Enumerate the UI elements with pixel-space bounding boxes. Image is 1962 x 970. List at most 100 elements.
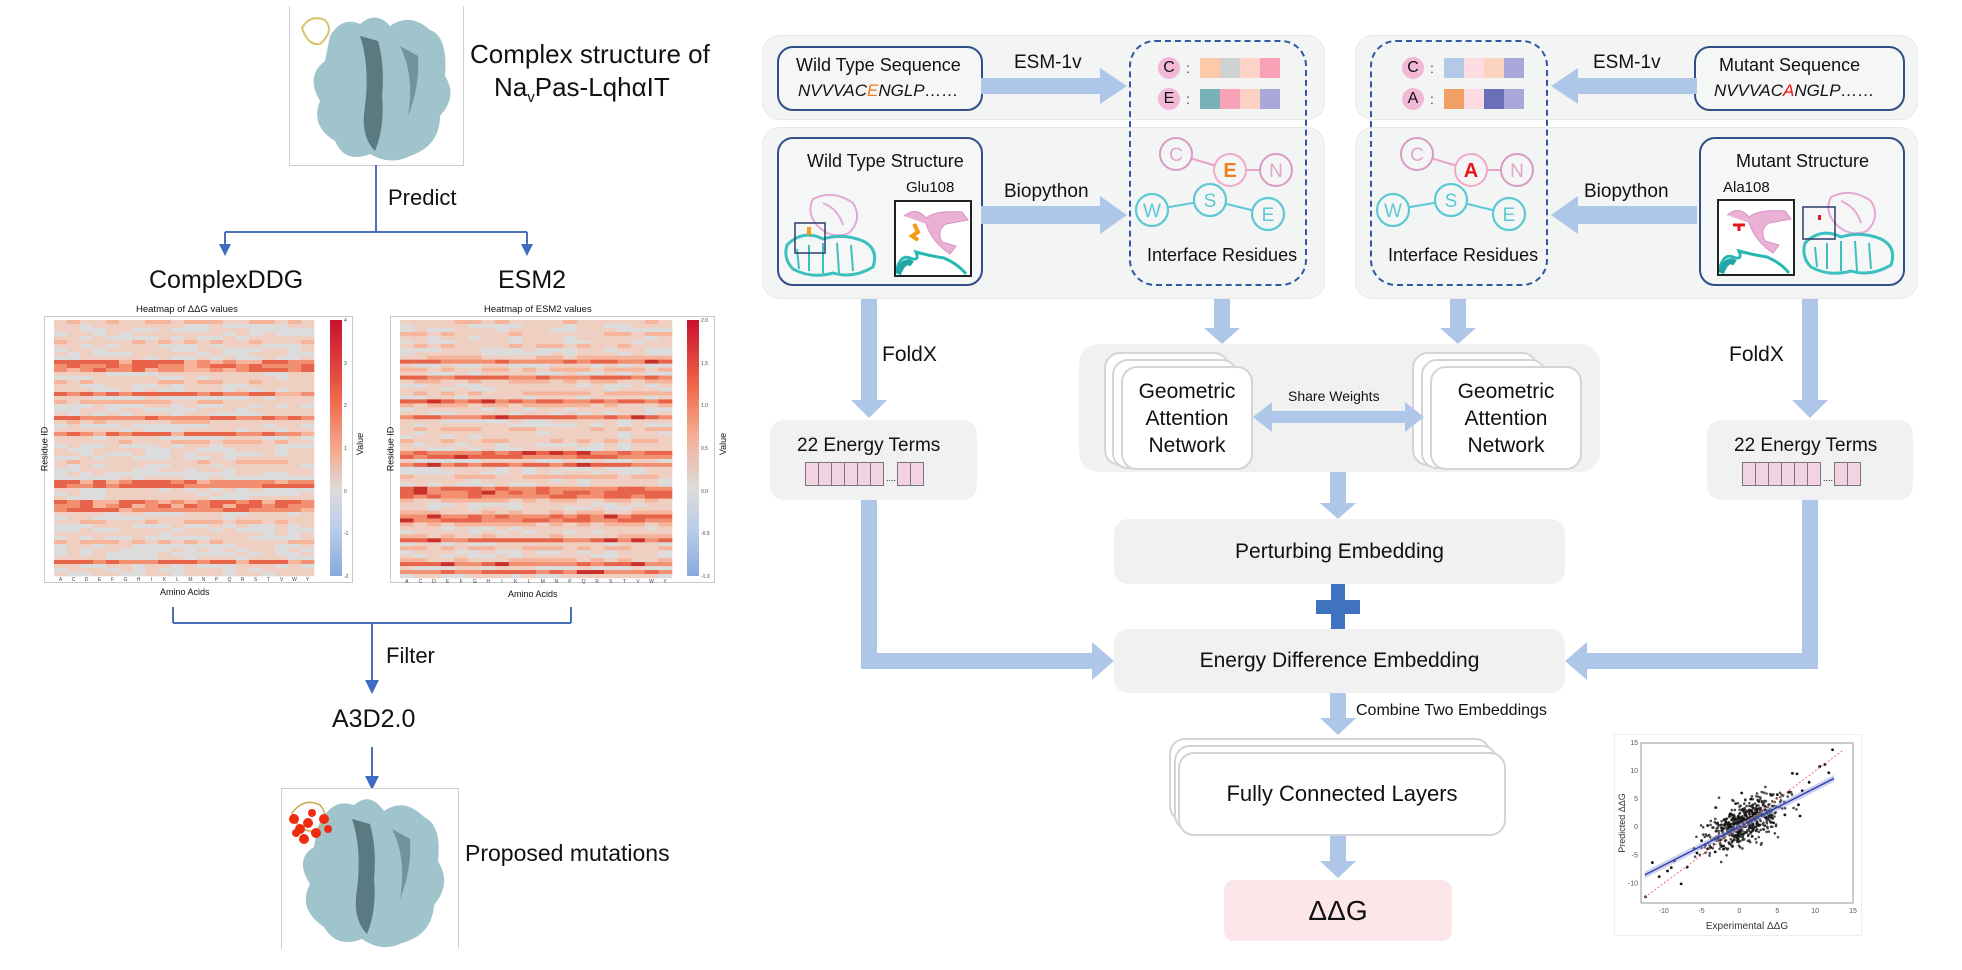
heatmap-cell <box>210 348 224 353</box>
heatmap-cell <box>67 320 81 325</box>
heatmap-cell <box>454 514 469 519</box>
heatmap-cell <box>440 538 455 543</box>
heatmap-cell <box>119 504 133 509</box>
heatmap-cell <box>67 512 81 517</box>
heatmap-cell <box>440 439 455 444</box>
heatmap-cell <box>604 327 618 333</box>
heatmap-cell <box>288 488 302 493</box>
heatmap-cell <box>440 351 455 357</box>
heatmap-cell <box>644 391 659 396</box>
heatmap-cell <box>454 498 469 503</box>
heatmap-cell <box>80 416 94 421</box>
heatmap-cell <box>54 436 68 441</box>
heatmap-cell <box>262 416 276 421</box>
heatmap-cell <box>536 375 550 380</box>
heatmap-cell <box>536 494 550 499</box>
heatmap-cell <box>210 324 224 329</box>
heatmap-cell <box>249 444 263 449</box>
scatter-point <box>1737 835 1740 839</box>
heatmap-cell <box>617 327 632 333</box>
heatmap-cell <box>184 320 198 325</box>
scatter-point <box>1757 835 1761 839</box>
scatter-point <box>1747 839 1751 842</box>
heatmap-cell <box>67 380 81 385</box>
heatmap-cell <box>262 492 276 497</box>
heatmap-cell <box>106 428 120 433</box>
foldx-label-wt: FoldX <box>882 343 937 366</box>
heatmap-cell <box>236 548 250 553</box>
heatmap-cell <box>563 403 578 408</box>
heatmap-cell <box>262 520 276 525</box>
heatmap-cell <box>67 352 81 357</box>
heatmap-cell <box>210 368 224 373</box>
heatmap-cell <box>604 514 618 519</box>
heatmap-cell <box>184 340 198 345</box>
heatmap-cell <box>54 432 68 437</box>
heatmap-cell <box>427 431 442 436</box>
heatmap-cell <box>158 456 172 461</box>
heatmap-cell <box>262 344 276 349</box>
heatmap-cell <box>288 424 302 429</box>
x-tick: M <box>188 577 193 583</box>
heatmap-cell <box>576 510 591 515</box>
heatmap-cell <box>644 542 659 547</box>
heatmap-cell <box>495 351 510 357</box>
heatmap-cell <box>658 427 673 432</box>
gan-wt-card: Geometric Attention Network <box>1121 366 1253 470</box>
scatter-point <box>1705 847 1709 851</box>
heatmap-cell <box>427 395 442 400</box>
heatmap-cell <box>288 352 302 357</box>
heatmap-cell <box>275 468 289 473</box>
energy-difference-embedding-box: Energy Difference Embedding <box>1114 629 1565 693</box>
heatmap-cell <box>536 470 550 476</box>
energy-terms-box-mut: 22 Energy Terms .... <box>1707 420 1913 500</box>
heatmap-cell <box>617 399 632 404</box>
scatter-point <box>1726 822 1729 825</box>
heatmap-cell <box>413 462 428 468</box>
heatmap-cell <box>563 562 578 567</box>
heatmap-cell <box>223 520 237 525</box>
heatmap-cell <box>590 415 605 420</box>
heatmap-cell <box>604 431 618 436</box>
heatmap-cell <box>536 502 550 507</box>
heatmap-cell <box>427 534 442 539</box>
heatmap-cell <box>563 466 578 472</box>
heatmap-cell <box>522 554 537 559</box>
heatmap-cell <box>576 498 591 503</box>
heatmap-cell <box>158 444 172 449</box>
heatmap-cell <box>93 320 107 325</box>
heatmap-cell <box>454 474 469 480</box>
heatmap-cell <box>106 468 120 473</box>
heatmap-cell <box>576 435 591 440</box>
heatmap-cell <box>590 538 605 543</box>
heatmap-cell <box>481 447 496 452</box>
heatmap-cell <box>275 480 289 485</box>
heatmap-cell <box>158 380 172 385</box>
heatmap-cell <box>454 558 469 563</box>
heatmap-cell <box>644 423 659 428</box>
heatmap-cell <box>106 560 120 565</box>
heatmap-cell <box>54 440 68 445</box>
heatmap-cell <box>590 375 605 380</box>
heatmap-cell <box>145 364 159 369</box>
heatmap-cell <box>54 472 68 477</box>
heatmap-cell <box>171 552 185 557</box>
heatmap-cell <box>644 574 659 579</box>
heatmap-cell <box>495 399 510 404</box>
heatmap-cell <box>631 466 646 472</box>
heatmap-cell <box>644 506 659 511</box>
heatmap-cell <box>617 351 632 357</box>
heatmap-cell <box>223 512 237 517</box>
heatmap-cell <box>158 560 172 565</box>
heatmap-cell <box>223 544 237 549</box>
heatmap-cell <box>119 464 133 469</box>
heatmap-cell <box>262 440 276 445</box>
heatmap-cell <box>549 327 564 333</box>
embedding-cell <box>1463 58 1484 78</box>
colorbar-tick: 0.0 <box>701 488 708 495</box>
interface-node <box>1500 153 1534 187</box>
heatmap-cell <box>249 560 263 565</box>
heatmap-cell <box>440 554 455 559</box>
heatmap-cell <box>262 524 276 529</box>
colorbar-tick: 2.0 <box>701 318 708 324</box>
